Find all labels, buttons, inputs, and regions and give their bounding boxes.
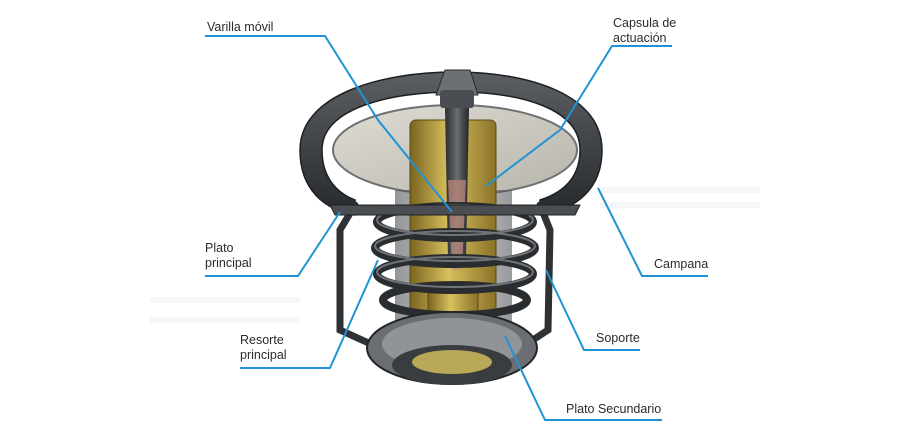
label-soporte: Soporte: [596, 331, 640, 346]
leader-capsula: [485, 45, 672, 187]
leader-lines: [205, 35, 708, 421]
label-capsula-actuacion: Capsula de actuación: [613, 16, 676, 46]
label-plato-principal-line2: principal: [205, 256, 252, 270]
leader-plato-principal: [205, 211, 341, 277]
label-campana-text: Campana: [654, 257, 709, 271]
leader-soporte: [545, 269, 640, 351]
plato-principal-disc: [329, 204, 581, 216]
label-plato-principal: Plato principal: [205, 241, 252, 271]
label-resorte-principal: Resorte principal: [240, 333, 287, 363]
leader-plato-secundario: [504, 335, 662, 421]
leader-varilla: [205, 35, 453, 213]
label-soporte-text: Soporte: [596, 331, 640, 345]
background-watermark: [150, 187, 760, 323]
label-varilla-movil: Varilla móvil: [207, 20, 273, 35]
label-capsula-line2: actuación: [613, 31, 667, 45]
leader-resorte: [240, 259, 379, 369]
plato-secundario-disc: [366, 311, 538, 385]
leader-campana: [597, 187, 708, 277]
label-plato-secundario-text: Plato Secundario: [566, 402, 662, 416]
label-varilla-text: Varilla móvil: [207, 20, 274, 34]
label-resorte-line1: Resorte: [240, 333, 284, 347]
label-capsula-line1: Capsula de: [613, 16, 677, 30]
label-plato-principal-line1: Plato: [205, 241, 234, 255]
label-plato-secundario: Plato Secundario: [566, 402, 661, 417]
label-campana: Campana: [654, 257, 708, 272]
label-resorte-line2: principal: [240, 348, 287, 362]
